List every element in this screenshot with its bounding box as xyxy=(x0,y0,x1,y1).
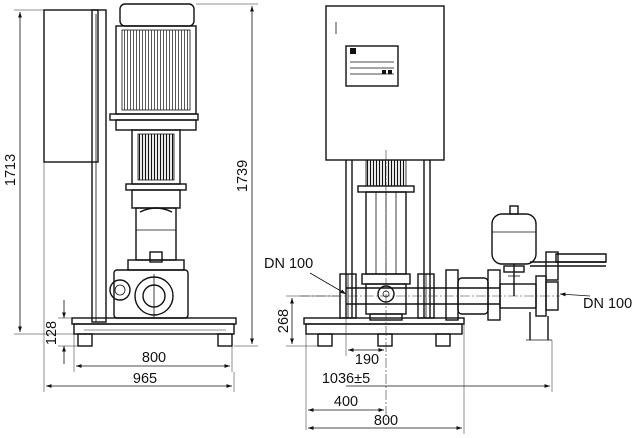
side-base-frame xyxy=(71,317,237,347)
side-view: 1713 1739 128 800 965 xyxy=(3,3,258,392)
right-valve-group xyxy=(499,251,607,341)
label-dn-right: DN 100 xyxy=(559,292,632,312)
dim-400: 400 xyxy=(305,334,384,430)
label-dn-left: DN 100 xyxy=(264,256,347,295)
dim-label-1036: 1036±5 xyxy=(322,371,370,387)
side-pump xyxy=(109,207,189,319)
control-cabinet xyxy=(325,5,445,161)
dim-1739: 1739 xyxy=(196,3,258,347)
dim-800-front: 800 xyxy=(308,324,465,434)
dim-label-1739: 1739 xyxy=(235,160,251,192)
dim-label-128: 128 xyxy=(44,321,60,345)
side-motor xyxy=(109,3,199,131)
dim-1036: 1036±5 xyxy=(322,340,553,392)
dn-left-text: DN 100 xyxy=(264,256,313,272)
dim-800-side: 800 xyxy=(73,334,233,372)
dim-268: 268 xyxy=(276,295,340,347)
dim-label-800-side: 800 xyxy=(142,350,166,366)
dim-label-965: 965 xyxy=(133,371,157,387)
dim-label-190: 190 xyxy=(355,352,379,368)
front-view: DN 100 DN 100 268 190 1036±5 xyxy=(264,5,632,434)
side-cabinet xyxy=(43,9,107,323)
dim-label-1713: 1713 xyxy=(3,154,19,186)
dim-label-800-front: 800 xyxy=(374,413,398,429)
dn-right-text: DN 100 xyxy=(583,296,632,312)
side-lantern xyxy=(125,129,187,209)
dim-190: 190 xyxy=(345,318,384,368)
dim-label-400: 400 xyxy=(334,394,358,410)
dim-965: 965 xyxy=(43,162,235,392)
dim-1713: 1713 xyxy=(3,9,74,335)
dim-label-268: 268 xyxy=(276,309,292,333)
front-base-frame xyxy=(303,150,465,420)
dim-128: 128 xyxy=(44,300,78,364)
frame-columns xyxy=(345,160,431,318)
expansion-vessel xyxy=(491,205,537,296)
